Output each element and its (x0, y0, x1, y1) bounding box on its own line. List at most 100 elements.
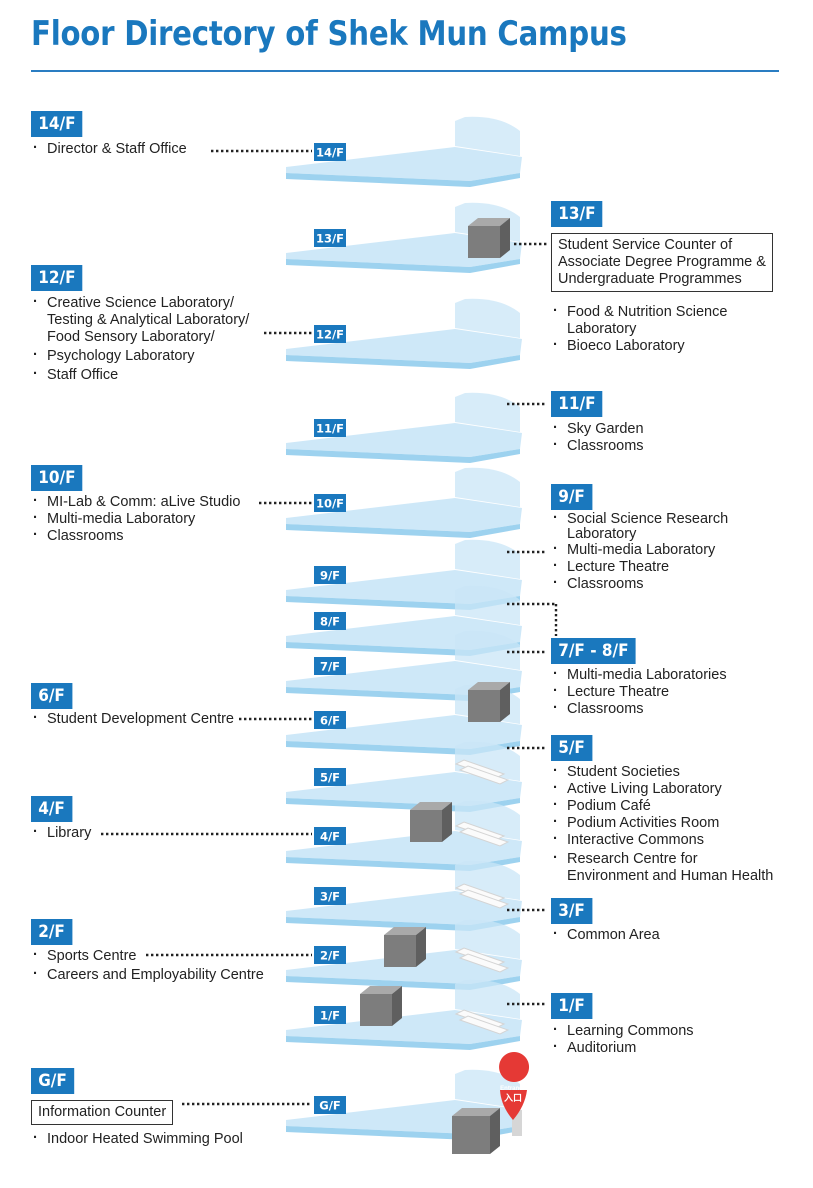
floor-13f-list: Food & Nutrition Science Laboratory Bioe… (551, 303, 727, 355)
room-block-top (410, 802, 452, 810)
list-item: Podium Café (551, 797, 773, 815)
floor-tag-14f: 14/F (31, 111, 83, 137)
floor-9f-list: Social Science Research Laboratory Multi… (551, 511, 728, 593)
floor-plate-label: 8/F (320, 615, 340, 629)
furniture-outline (458, 1015, 510, 1035)
list-item: Multi-media Laboratory (551, 541, 728, 559)
floor-plate-label: 7/F (320, 660, 340, 674)
room-block (468, 226, 500, 258)
room-block-top (468, 218, 510, 226)
room-block-side (442, 802, 452, 842)
floor-tag-3f: 3/F (551, 898, 593, 924)
list-item: Staff Office (31, 366, 249, 384)
floor-2f-list: Sports Centre Careers and Employability … (31, 947, 264, 984)
floor-11f-list: Sky Garden Classrooms (551, 420, 644, 455)
floor-5f-list: Student Societies Active Living Laborato… (551, 763, 773, 885)
floor-plate-label: 9/F (320, 569, 340, 583)
floor-tag-9f: 9/F (551, 484, 593, 510)
list-item: Student Societies (551, 763, 773, 781)
list-item: Learning Commons (551, 1022, 694, 1040)
floor-plate-label: 12/F (316, 328, 344, 342)
room-block-top (360, 986, 402, 994)
furniture-outline (458, 827, 510, 847)
room-block (468, 690, 500, 722)
room-block (360, 994, 392, 1026)
list-item: Sports Centre (31, 947, 264, 965)
page-title: Floor Directory of Shek Mun Campus (31, 14, 627, 54)
room-block (410, 810, 442, 842)
information-counter-box: Information Counter (31, 1100, 174, 1125)
room-block-top (468, 682, 510, 690)
map-pin-icon-tail (500, 1090, 527, 1120)
entrance-door (512, 1110, 522, 1136)
floor-12f-list: Creative Science Laboratory/ Testing & A… (31, 294, 249, 384)
list-item: Bioeco Laboratory (551, 337, 727, 355)
floor-tag-10f: 10/F (31, 465, 83, 491)
list-item: Creative Science Laboratory/ Testing & A… (31, 294, 249, 346)
floor-tag-2f: 2/F (31, 919, 73, 945)
floor-10f-list: MI-Lab & Comm: aLive Studio Multi-media … (31, 493, 240, 545)
list-item: Social Science Research Laboratory (551, 511, 728, 542)
title-divider (31, 70, 779, 72)
floor-plate-tag (314, 1096, 346, 1114)
floor-14f-list: Director & Staff Office (31, 140, 187, 158)
floor-plate-tag (314, 143, 346, 161)
list-item: Indoor Heated Swimming Pool (31, 1130, 243, 1148)
floor-plate (286, 630, 522, 701)
floor-plate-tag (314, 1006, 346, 1024)
floor-plate-tag (314, 887, 346, 905)
floor-4f-list: Library (31, 824, 91, 842)
floor-plate-label: 5/F (320, 771, 340, 785)
floor-gf-list: Indoor Heated Swimming Pool (31, 1130, 243, 1148)
floor-plate-label: 14/F (316, 146, 344, 160)
floor-7f-8f-list: Multi-media Laboratories Lecture Theatre… (551, 666, 727, 718)
list-item: Multi-media Laboratories (551, 666, 727, 684)
floor-plate-label: 4/F (320, 830, 340, 844)
furniture-outline (458, 953, 510, 973)
entrance-label-zh: 入口 (503, 1093, 522, 1104)
floor-plate-tag (314, 325, 346, 343)
room-block-side (392, 986, 402, 1026)
room-block-top (384, 927, 426, 935)
floor-plate-label: 2/F (320, 949, 340, 963)
floor-3f-list: Common Area (551, 926, 660, 944)
floor-1f-list: Learning Commons Auditorium (551, 1022, 694, 1057)
room-block-side (500, 218, 510, 258)
floor-plate-label: 13/F (316, 232, 344, 246)
floor-plate-tag (314, 612, 346, 630)
floor-tag-gf: G/F (31, 1068, 75, 1094)
floor-plate (286, 116, 522, 187)
floor-6f-list: Student Development Centre (31, 710, 234, 728)
floor-plate-tag (314, 946, 346, 964)
floor-plate-label: 11/F (316, 422, 344, 436)
student-service-counter-box: Student Service Counter of Associate Deg… (551, 233, 773, 292)
list-item: Classrooms (31, 527, 240, 545)
floor-plate-label: 1/F (320, 1009, 340, 1023)
room-block-top (452, 1108, 500, 1116)
list-item: Student Development Centre (31, 710, 234, 728)
floor-plate-tag (314, 494, 346, 512)
list-item: MI-Lab & Comm: aLive Studio (31, 493, 240, 511)
floor-tag-1f: 1/F (551, 993, 593, 1019)
room-block-side (500, 682, 510, 722)
list-item: Lecture Theatre (551, 683, 727, 701)
room-block-side (416, 927, 426, 967)
floor-tag-6f: 6/F (31, 683, 73, 709)
floor-plate-tag (314, 711, 346, 729)
floor-plate (286, 467, 522, 538)
entrance-label: Entrance (500, 1086, 526, 1092)
floor-tag-11f: 11/F (551, 391, 603, 417)
floor-tag-13f: 13/F (551, 201, 603, 227)
floor-tag-12f: 12/F (31, 265, 83, 291)
floor-tag-5f: 5/F (551, 735, 593, 761)
list-item: Multi-media Laboratory (31, 510, 240, 528)
list-item: Director & Staff Office (31, 140, 187, 158)
list-item: Classrooms (551, 575, 728, 593)
furniture-outline (458, 765, 510, 785)
list-item: Classrooms (551, 700, 727, 718)
list-item: Auditorium (551, 1039, 694, 1057)
list-item: Sky Garden (551, 420, 644, 438)
floor-tag-4f: 4/F (31, 796, 73, 822)
room-block-side (490, 1108, 500, 1154)
